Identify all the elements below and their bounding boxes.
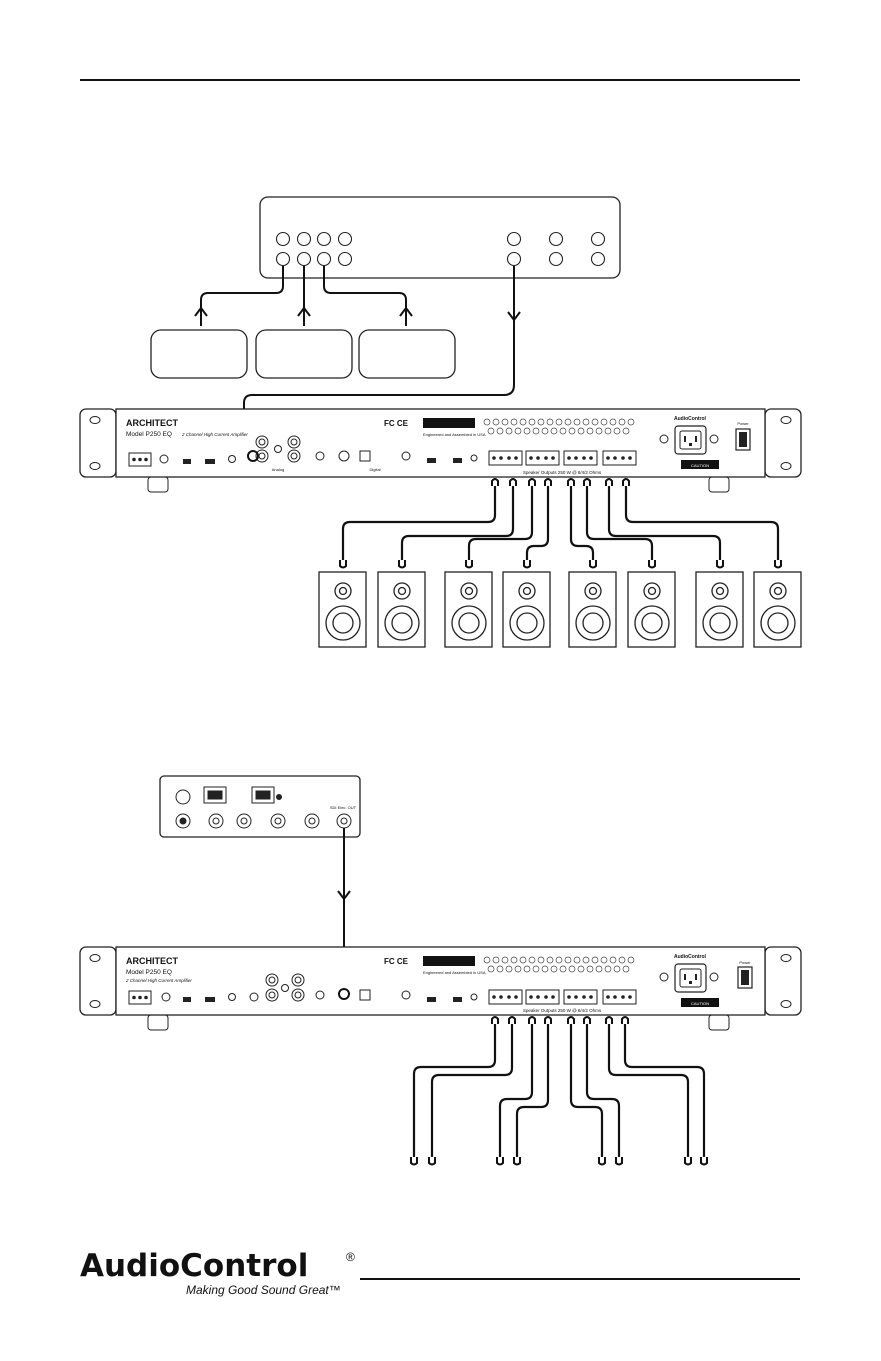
extender-to-amp-cable	[337, 828, 351, 965]
amp-model: Model P250 EQ	[126, 431, 172, 438]
speaker-5	[568, 571, 617, 648]
vent-holes	[483, 418, 635, 435]
amp2-power-label: Power	[739, 960, 751, 965]
amplifier-top: ARCHITECT Model P250 EQ 2 Channel High C…	[79, 408, 802, 493]
amp2-logo: AudioControl	[674, 954, 707, 960]
amp-brand: ARCHITECT	[126, 418, 178, 428]
zone-box-1	[150, 329, 248, 379]
serial-label	[423, 418, 475, 428]
amp-speaker-outputs: Speaker Outputs 250 W @ 8/4/2 Ohms	[523, 470, 602, 475]
rack-ear-right	[764, 408, 802, 478]
svg-text:FC CE: FC CE	[384, 419, 409, 428]
arrow-up-icons	[194, 306, 413, 317]
source-to-zones-cables	[200, 266, 407, 326]
footer-brand: AudioControl ® Making Good Sound Great™	[80, 1248, 380, 1308]
cable-plugs-top	[339, 478, 782, 569]
network-extender: SDI Elec. OUT	[159, 775, 361, 838]
extender-sdi-label: SDI Elec. OUT	[330, 805, 357, 810]
speaker-4	[502, 571, 551, 648]
svg-text:FC CE: FC CE	[384, 957, 409, 966]
speaker-8	[753, 571, 802, 648]
source-jacks-top	[275, 231, 606, 267]
footer-registered: ®	[346, 1250, 355, 1264]
zone-box-3	[358, 329, 456, 379]
source-to-amp-cable	[243, 266, 521, 447]
power-switch	[735, 428, 751, 451]
amp2-model: Model P250 EQ	[126, 969, 172, 976]
amp2-caution: CAUTION	[691, 1001, 709, 1006]
speaker-6	[627, 571, 676, 648]
foot-left	[147, 476, 169, 493]
zone-boxes	[150, 329, 456, 379]
amp2-brand: ARCHITECT	[126, 956, 178, 966]
speaker-cables-bottom	[412, 1024, 706, 1157]
amp-group-analog: Analog	[272, 467, 284, 472]
amp-logo: AudioControl	[674, 416, 707, 422]
amp2-subtitle: 2 Channel High Current Amplifier	[125, 978, 192, 983]
source-device	[259, 196, 621, 279]
speaker-7	[695, 571, 744, 648]
amp-power-label: Power	[737, 421, 749, 426]
foot-right	[708, 476, 730, 493]
cable-plugs-bottom	[410, 1016, 708, 1166]
speaker-cables-top	[341, 486, 780, 560]
speaker-terminals	[488, 450, 637, 466]
footer-logo: AudioControl	[80, 1248, 309, 1284]
amp2-speaker-outputs: Speaker Outputs 250 W @ 8/4/2 Ohms	[523, 1008, 602, 1013]
amp-group-digital: Digital	[369, 467, 380, 472]
speakers	[318, 571, 802, 648]
amplifier-bottom: ARCHITECT Model P250 EQ 2 Channel High C…	[79, 946, 802, 1031]
amp-assembly: Engineered and Assembled in USA	[423, 432, 486, 437]
speaker-3	[444, 571, 493, 648]
amp-caution: CAUTION	[691, 463, 709, 468]
speaker-1	[318, 571, 367, 648]
amp-subtitle: 2 Channel High Current Amplifier	[181, 432, 248, 437]
rack-ear-left	[79, 408, 117, 478]
zone-box-2	[255, 329, 353, 379]
caution-label	[681, 460, 719, 469]
footer-tagline: Making Good Sound Great™	[186, 1283, 341, 1297]
iec-inlet	[674, 425, 707, 455]
speaker-2	[377, 571, 426, 648]
amp2-assembly: Engineered and Assembled in USA	[423, 970, 486, 975]
